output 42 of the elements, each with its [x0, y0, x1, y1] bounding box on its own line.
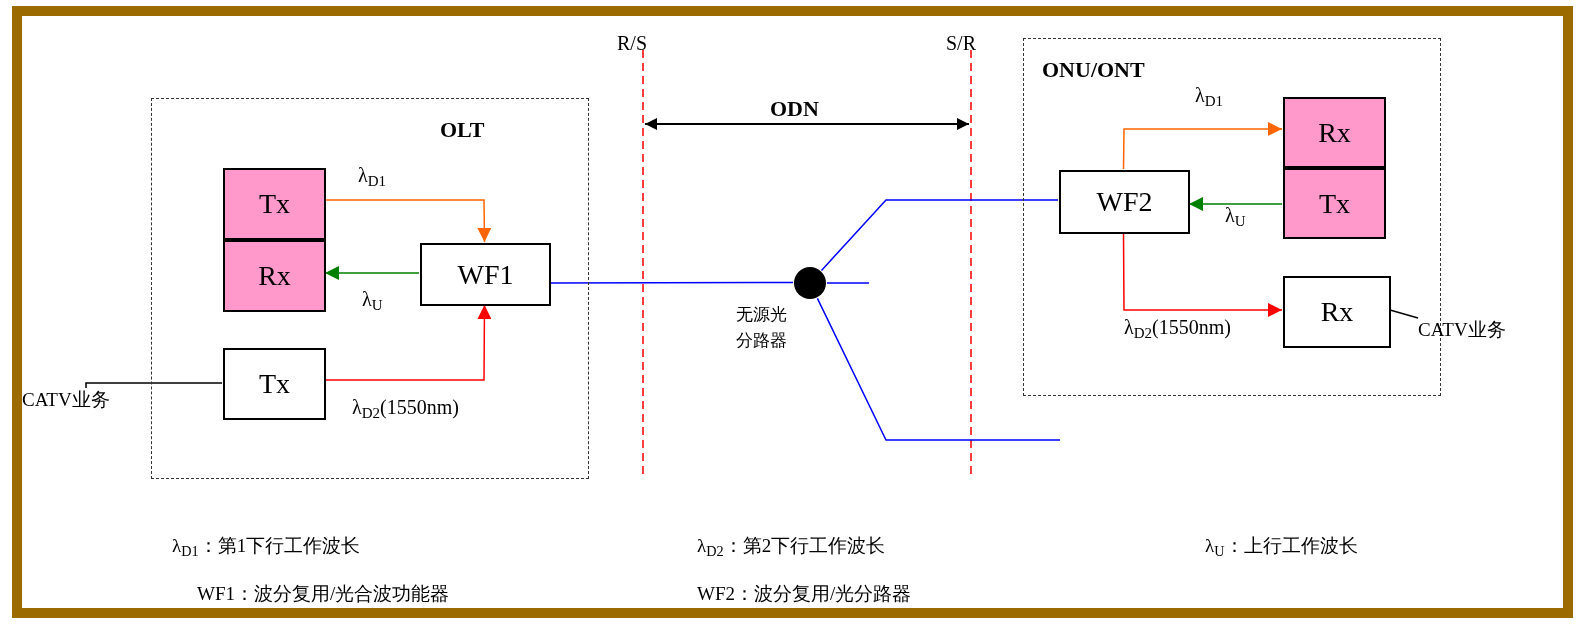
fiber-line	[826, 282, 870, 284]
legend-note: λ$_{U}$：上行工作波长	[1205, 534, 1358, 561]
span-label: ODN	[770, 95, 819, 123]
group-title: OLT	[440, 116, 485, 144]
edge-label: λ$_{D1}$	[1195, 83, 1224, 110]
box-label: Tx	[258, 187, 291, 221]
edge-label: λ$_{D1}$	[358, 163, 387, 190]
dashed-group-box	[151, 98, 589, 479]
edge-label: λ$_{D2}$(1550nm)	[352, 395, 459, 422]
box-label: Tx	[258, 367, 291, 401]
fiber-line	[85, 382, 223, 389]
box-label: Tx	[1318, 186, 1351, 221]
process-box	[223, 168, 326, 240]
process-box	[223, 348, 326, 420]
box-label: Rx	[258, 259, 291, 293]
box-label: WF2	[1096, 185, 1153, 219]
process-box	[1283, 276, 1391, 348]
service-label: CATV业务	[22, 388, 132, 416]
process-box	[420, 243, 551, 306]
group-title: ONU/ONT	[1042, 56, 1145, 84]
legend-note: λ$_{D1}$：第1下行工作波长	[172, 534, 361, 561]
service-label: CATV业务	[1418, 318, 1568, 346]
process-box	[223, 240, 326, 312]
legend-note: WF2：波分复用/光分路器	[697, 582, 912, 606]
arrow	[1122, 122, 1283, 170]
edge-label: λ$_{D2}$(1550nm)	[1124, 315, 1231, 342]
box-label: Rx	[1320, 295, 1354, 329]
arrow	[1122, 232, 1283, 317]
box-label: Rx	[1318, 115, 1351, 150]
process-box	[1059, 170, 1190, 234]
reference-point-label: S/R	[946, 31, 977, 56]
process-box	[1283, 97, 1386, 168]
fiber-line	[816, 297, 1061, 441]
fiber-line	[820, 199, 1059, 272]
legend-note: WF1：波分复用/光合波功能器	[197, 582, 450, 606]
legend-note: λ$_{D2}$：第2下行工作波长	[697, 534, 886, 561]
node-caption: 无源光分路器	[736, 304, 788, 352]
edge-label: λ$_{U}$	[1225, 203, 1246, 230]
process-box	[1283, 168, 1386, 239]
edge-label: λ$_{U}$	[362, 287, 383, 314]
reference-point-label: R/S	[617, 31, 648, 56]
box-label: WF1	[457, 257, 514, 292]
